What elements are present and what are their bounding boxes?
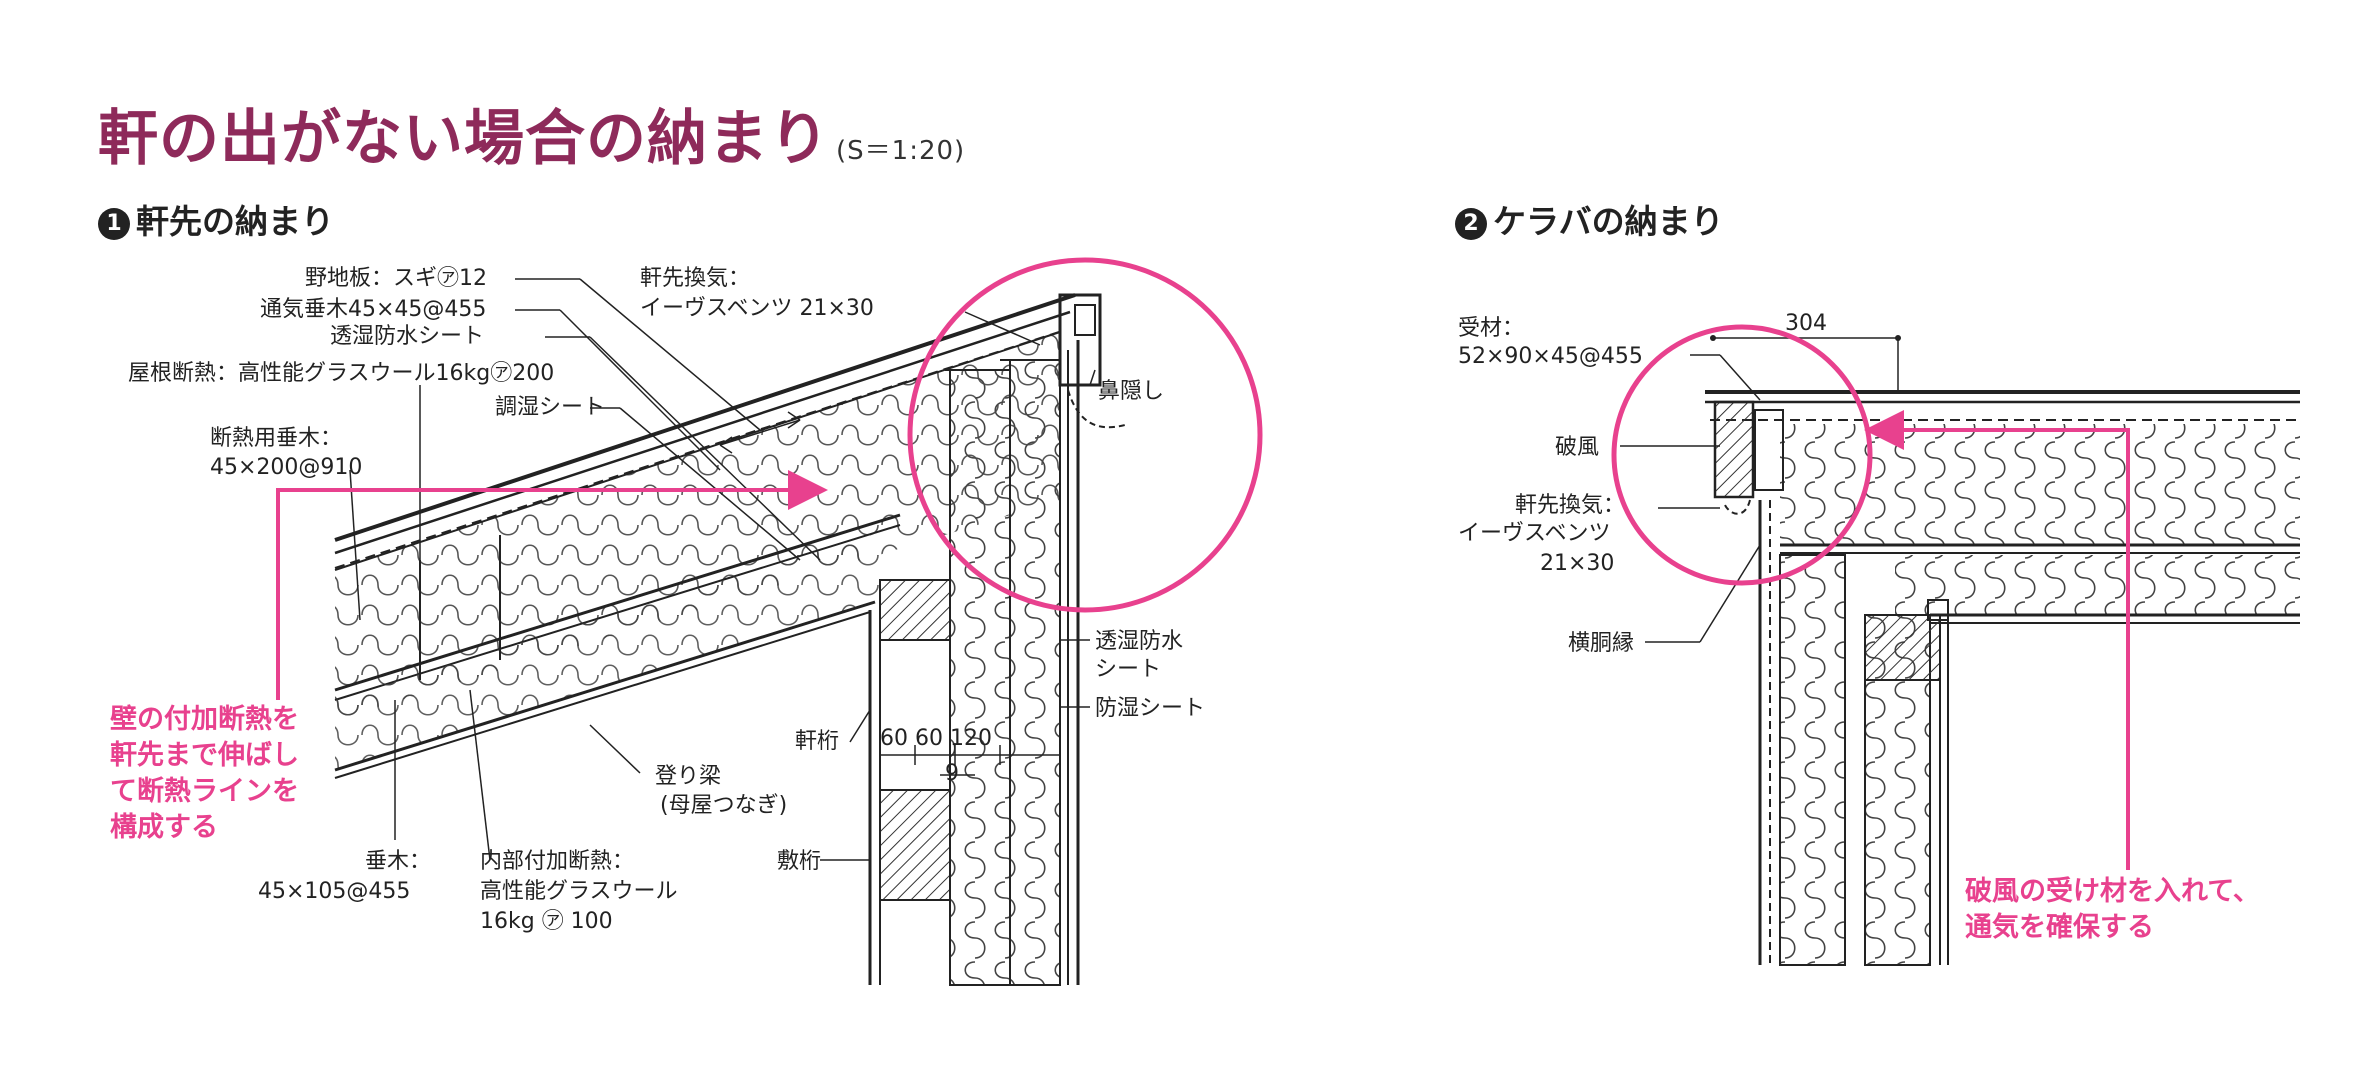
pink-highlight-section1 [276,257,1263,700]
label-dimensions: 60 60 120 [880,726,992,751]
label-eaves-vents-2: イーヴスベンツ [1458,521,1610,546]
label-yane-dannetsu: 屋根断熱：高性能グラスウール16kg㋐200 [128,361,554,386]
label-nobori: 登り梁 [655,764,721,789]
leader-lines-section1 [349,278,1096,861]
gable-roof-section [1705,335,2300,624]
label-eaves-vents: イーヴスベンツ 21×30 [640,296,874,321]
label-naibu-dannetsu-3: 16kg ㋐ 100 [480,909,613,934]
label-dannetsu-taruki-size: 45×200@910 [210,455,362,480]
note1-line3: て断熱ラインを [110,776,299,807]
label-choushitsu: 調湿シート [495,395,605,420]
label-moya: (母屋つなぎ) [660,793,787,818]
label-nokisaki-kanki-2: 軒先換気： [1515,493,1625,518]
note1-line4: 構成する [110,812,218,843]
note1-line1: 壁の付加断熱を [110,704,299,735]
label-dim-9: 9 [945,761,959,786]
label-hafu: 破風 [1555,435,1599,460]
gable-wall-section [1758,500,1949,966]
pink-highlight-section2 [1611,324,2130,870]
section1-number-badge: 1 [98,208,130,240]
label-toushitsu-wall: 透湿防水 [1095,629,1183,654]
label-taruki-size: 45×105@455 [258,879,410,904]
page-title: 軒の出がない場合の納まり(S＝1:20) [98,104,966,174]
label-toushitsu-roof: 透湿防水シート [330,324,484,349]
label-ukezai-size: 52×90×45@455 [1458,344,1643,369]
label-toushitsu-wall-2: シート [1095,657,1161,682]
label-dim-304: 304 [1785,311,1827,336]
label-nokisaki-kanki: 軒先換気： [640,266,750,291]
leader-lines-section2 [1620,354,1761,643]
label-yokodou: 横胴縁 [1568,631,1634,656]
note1-line2: 軒先まで伸ばし [110,740,299,771]
label-shikigeta: 敷桁 [777,849,821,874]
roof-section [334,293,1126,779]
eaves-detail-drawing: 野地板：スギ㋐12 通気垂木45×45@455 透湿防水シート 屋根断熱：高性能… [110,257,1263,986]
label-tsuki-taruki: 通気垂木45×45@455 [260,297,486,322]
label-noji: 野地板：スギ㋐12 [305,266,487,291]
gable-detail-drawing: 受材： 52×90×45@455 304 破風 軒先換気： イーヴスベンツ 21… [1458,311,2300,966]
wall-section [868,340,1080,986]
note2-line2: 通気を確保する [1965,911,2154,943]
label-dannetsu-taruki: 断熱用垂木： [210,426,342,451]
note2-line1: 破風の受け材を入れて、 [1965,875,2260,907]
label-nokigeta: 軒桁 [795,729,839,754]
label-ukezai: 受材： [1458,316,1524,341]
label-naibu-dannetsu-2: 高性能グラスウール [480,879,678,904]
label-naibu-dannetsu: 内部付加断熱： [480,849,634,874]
section2-number-badge: 2 [1455,208,1487,240]
label-taruki: 垂木： [365,849,431,874]
label-boushitsu: 防湿シート [1095,696,1205,721]
label-hanakakushi: 鼻隠し [1098,379,1164,404]
scale-label: (S＝1:20) [836,136,966,166]
label-vent-size: 21×30 [1540,551,1614,576]
